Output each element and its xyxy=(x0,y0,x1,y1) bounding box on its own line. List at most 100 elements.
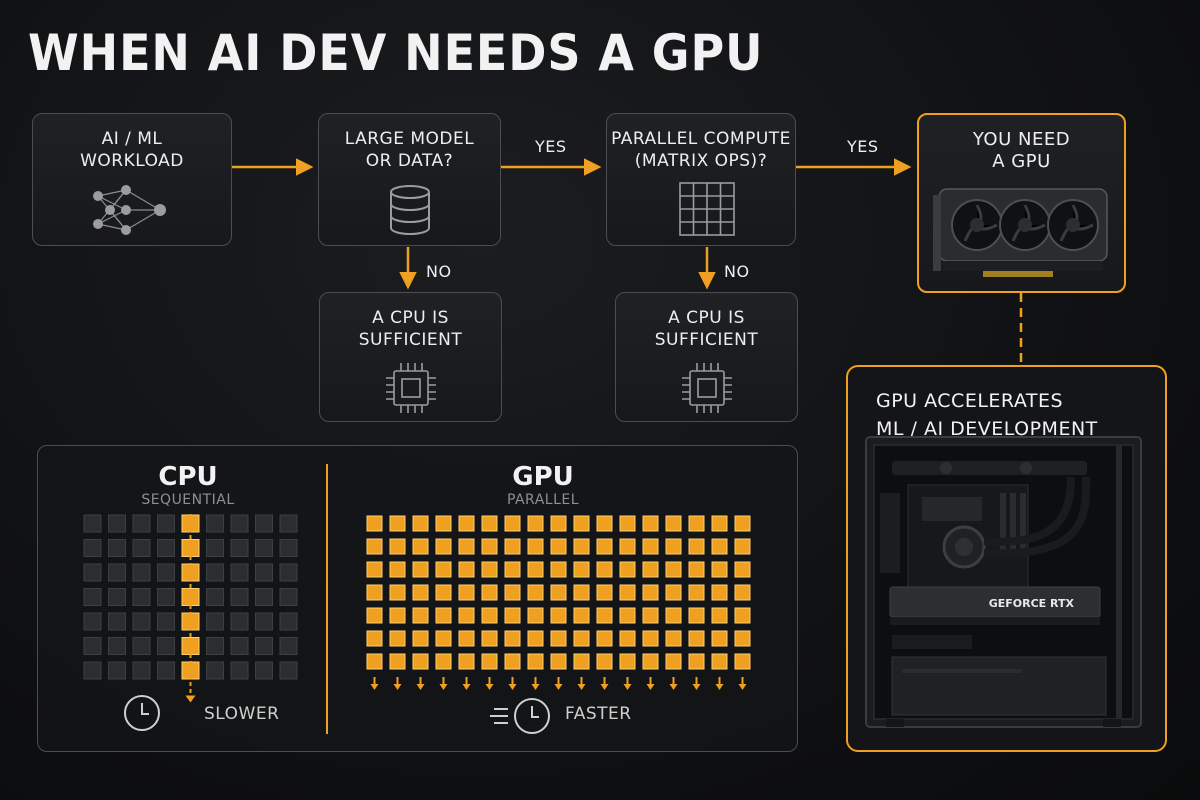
cpu-sufficient-box-1: A CPU IS SUFFICIENT xyxy=(319,292,502,422)
gpu-accelerates-text: GPU ACCELERATES ML / AI DEVELOPMENT xyxy=(876,390,1098,440)
cpu-idle-core xyxy=(132,661,151,680)
gpu-core xyxy=(665,607,682,624)
cpu-idle-core xyxy=(230,637,249,655)
gpu-core xyxy=(596,561,613,578)
cpu-idle-core xyxy=(255,514,273,533)
gpu-core xyxy=(550,538,567,555)
gpu-core xyxy=(734,630,751,647)
gpu-core xyxy=(665,584,682,601)
cpu-idle-core xyxy=(108,563,126,582)
gpu-core xyxy=(688,515,705,532)
gpu-core xyxy=(734,515,751,532)
gpu-core xyxy=(665,515,682,532)
gpu-core xyxy=(527,630,544,647)
cpu-speed-label: SLOWER xyxy=(204,704,280,724)
gpu-core xyxy=(389,515,406,532)
gpu-flow-arrow xyxy=(416,684,425,690)
gpu-core xyxy=(458,515,475,532)
gpu-core xyxy=(412,515,429,532)
gpu-core xyxy=(596,538,613,555)
gpu-core xyxy=(504,630,521,647)
gpu-core xyxy=(504,653,521,670)
gpu-core xyxy=(550,515,567,532)
gpu-core xyxy=(458,630,475,647)
cpu-sufficient-box-2: A CPU IS SUFFICIENT xyxy=(615,292,798,422)
gpu-core xyxy=(711,538,728,555)
gpu-core xyxy=(527,653,544,670)
gpu-core xyxy=(573,653,590,670)
gpu-core xyxy=(642,515,659,532)
gpu-core xyxy=(734,561,751,578)
cpu-idle-core xyxy=(206,637,224,655)
gpu-flow-arrow xyxy=(692,684,701,690)
cpu-idle-core xyxy=(279,514,298,533)
gpu-flow-arrow xyxy=(554,684,563,690)
gpu-core xyxy=(458,561,475,578)
gpu-core xyxy=(366,561,383,578)
gpu-core xyxy=(734,538,751,555)
cpu-idle-core xyxy=(279,661,298,680)
gpu-core xyxy=(642,607,659,624)
gpu-core xyxy=(481,538,498,555)
gpu-core xyxy=(389,607,406,624)
gpu-core xyxy=(550,561,567,578)
cpu-gpu-comparison-panel: CPU SEQUENTIAL SLOWER GPU PARALLEL FASTE… xyxy=(37,445,798,752)
cpu-idle-core xyxy=(132,563,151,582)
gpu-flow-arrow xyxy=(462,684,471,690)
cpu-idle-core xyxy=(279,612,298,631)
gpu-core xyxy=(389,630,406,647)
gpu-core xyxy=(596,630,613,647)
gpu-core xyxy=(412,538,429,555)
gpu-core xyxy=(366,607,383,624)
clock-icon xyxy=(124,695,160,731)
matrix-grid-icon xyxy=(679,182,735,236)
gpu-core xyxy=(435,653,452,670)
cpu-idle-core xyxy=(132,637,151,655)
parallel-compute-text: PARALLEL COMPUTE (MATRIX OPS)? xyxy=(611,129,791,171)
cpu-idle-core xyxy=(157,612,175,631)
gpu-brand-label: GEFORCE RTX xyxy=(989,597,1075,610)
gpu-core xyxy=(665,630,682,647)
gpu-core xyxy=(665,561,682,578)
cpu-idle-core xyxy=(230,588,249,606)
gpu-core xyxy=(734,653,751,670)
cpu-idle-core xyxy=(83,637,102,655)
gpu-core xyxy=(435,607,452,624)
cpu-idle-core xyxy=(108,637,126,655)
gpu-core xyxy=(619,584,636,601)
gpu-core xyxy=(642,584,659,601)
gpu-flow-arrow xyxy=(715,684,724,690)
yes-label-1: YES xyxy=(535,137,567,156)
gpu-core xyxy=(619,515,636,532)
gpu-core xyxy=(711,515,728,532)
gpu-core xyxy=(458,607,475,624)
cpu-idle-core xyxy=(108,588,126,606)
gpu-core xyxy=(458,538,475,555)
gpu-core xyxy=(573,584,590,601)
cpu-idle-core xyxy=(255,539,273,557)
fast-clock-icon xyxy=(490,698,550,734)
gpu-core xyxy=(619,607,636,624)
gpu-core xyxy=(435,561,452,578)
gpu-flow-arrow xyxy=(508,684,517,690)
cpu-idle-core xyxy=(83,612,102,631)
gpu-core xyxy=(527,607,544,624)
cpu-idle-core xyxy=(230,514,249,533)
gpu-core xyxy=(688,630,705,647)
cpu-idle-core xyxy=(255,588,273,606)
gpu-subtitle: PARALLEL xyxy=(506,492,580,508)
gpu-core xyxy=(688,653,705,670)
gpu-core xyxy=(504,607,521,624)
cpu-idle-core xyxy=(206,514,224,533)
gpu-flow-arrow xyxy=(577,684,586,690)
cpu-subtitle: SEQUENTIAL xyxy=(141,492,235,508)
gpu-core xyxy=(481,607,498,624)
gpu-core xyxy=(458,584,475,601)
cpu-idle-core xyxy=(230,661,249,680)
cpu-title: CPU xyxy=(158,462,218,492)
gpu-core xyxy=(504,561,521,578)
cpu-idle-core xyxy=(279,563,298,582)
cpu-idle-core xyxy=(206,539,224,557)
gpu-flow-arrow xyxy=(531,684,540,690)
database-icon xyxy=(390,185,430,235)
